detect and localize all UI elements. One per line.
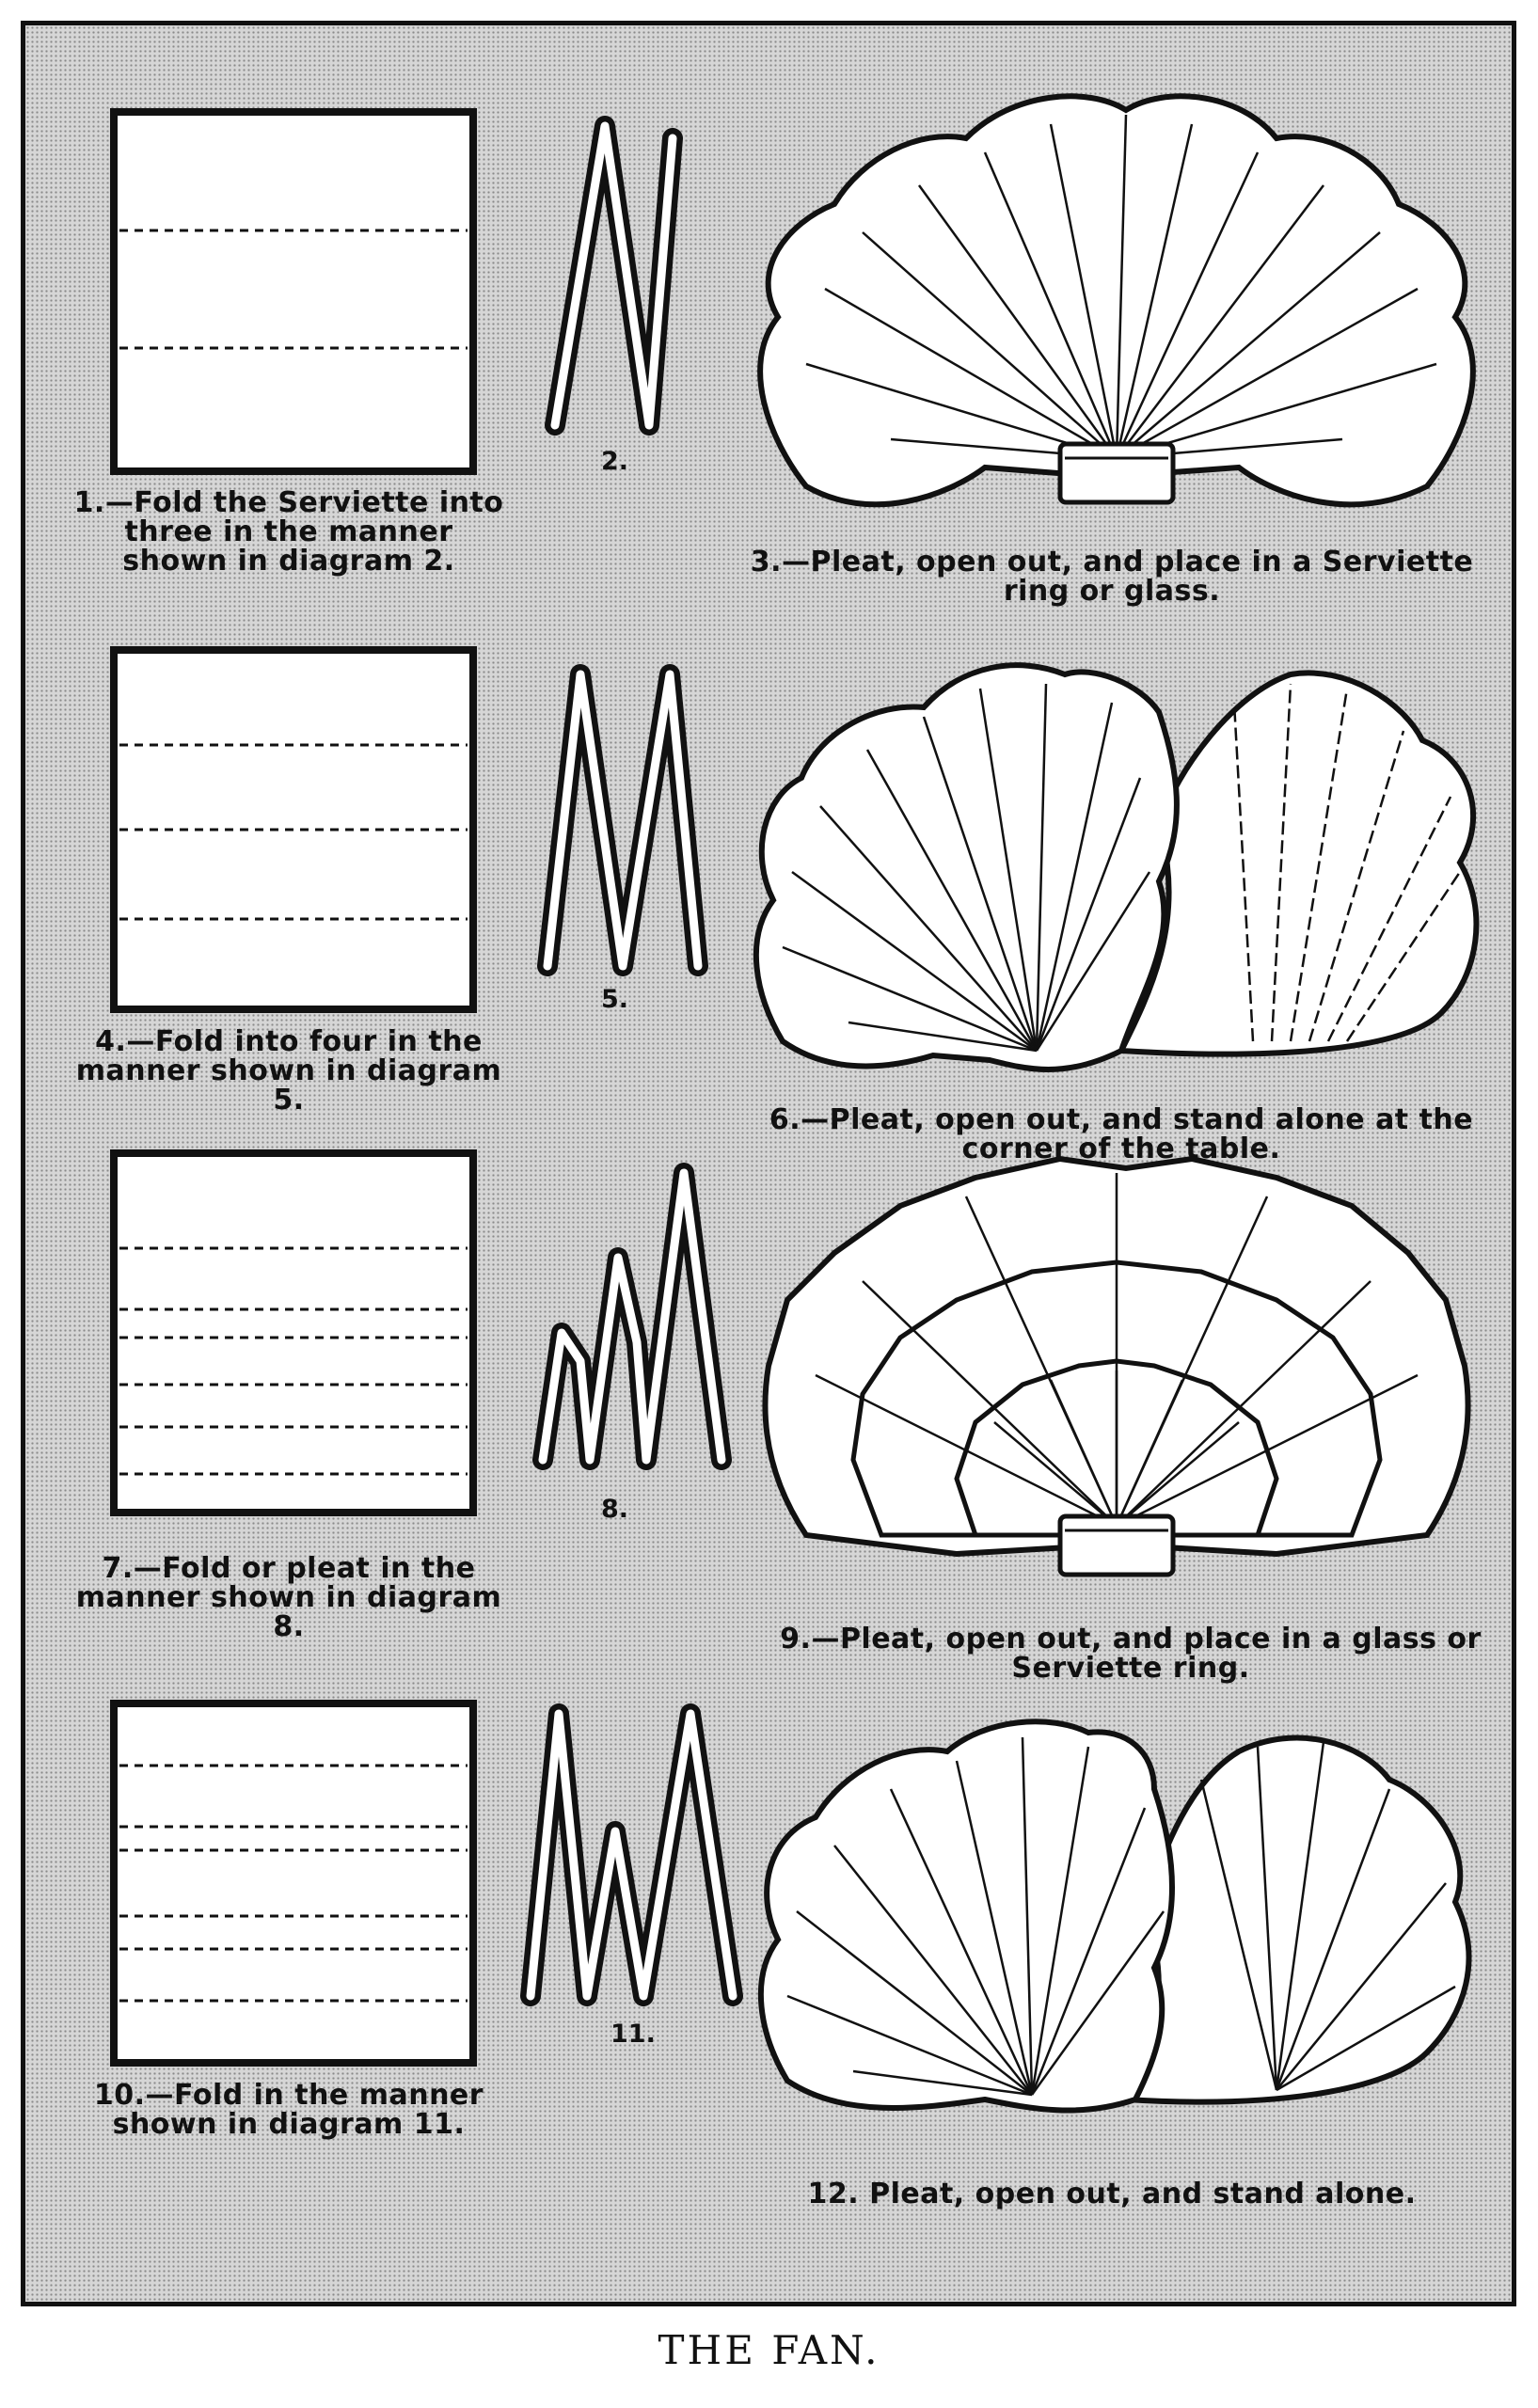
zigzag-diagram-11 [520,1703,743,2006]
fold-caption-4: 4.—Fold into four in the manner shown in… [75,1025,502,1117]
step-row-2: 4.—Fold into four in the manner shown in… [25,609,1512,1173]
page-title: THE FAN. [658,2327,880,2373]
zigzag-number-8: 8. [601,1495,629,1524]
zigzag-number-11: 11. [610,2020,656,2049]
serviette-square-7 [110,1149,477,1516]
zigzag-number-5: 5. [601,985,629,1014]
serviette-square-10 [110,1700,477,2067]
fan-illustration-9 [762,1155,1471,1577]
zigzag-diagram-8 [532,1163,732,1470]
step-row-3: 7.—Fold or pleat in the manner shown in … [25,1140,1512,1704]
result-caption-9: 9.—Pleat, open out, and place in a glass… [780,1623,1482,1685]
zigzag-diagram-2 [545,116,683,436]
fan-illustration-12 [757,1719,1472,2114]
fan-illustration-6 [753,662,1480,1072]
fan-illustration-3 [757,93,1476,508]
fold-caption-7: 7.—Fold or pleat in the manner shown in … [75,1552,502,1643]
halftone-plate: 1.—Fold the Serviette into three in the … [21,21,1516,2306]
zigzag-diagram-5 [537,664,708,976]
result-caption-3: 3.—Pleat, open out, and place in a Servi… [750,546,1474,608]
zigzag-number-2: 2. [601,447,629,476]
result-caption-6: 6.—Pleat, open out, and stand alone at t… [769,1103,1474,1165]
result-caption-12: 12. Pleat, open out, and stand alone. [807,2178,1417,2210]
serviette-square-1 [110,108,477,475]
step-row-4: 10.—Fold in the manner shown in diagram … [25,1681,1512,2245]
fold-caption-10: 10.—Fold in the manner shown in diagram … [93,2079,484,2141]
step-row-1: 1.—Fold the Serviette into three in the … [25,25,1512,606]
serviette-square-4 [110,646,477,1013]
fold-caption-1: 1.—Fold the Serviette into three in the … [73,486,504,578]
